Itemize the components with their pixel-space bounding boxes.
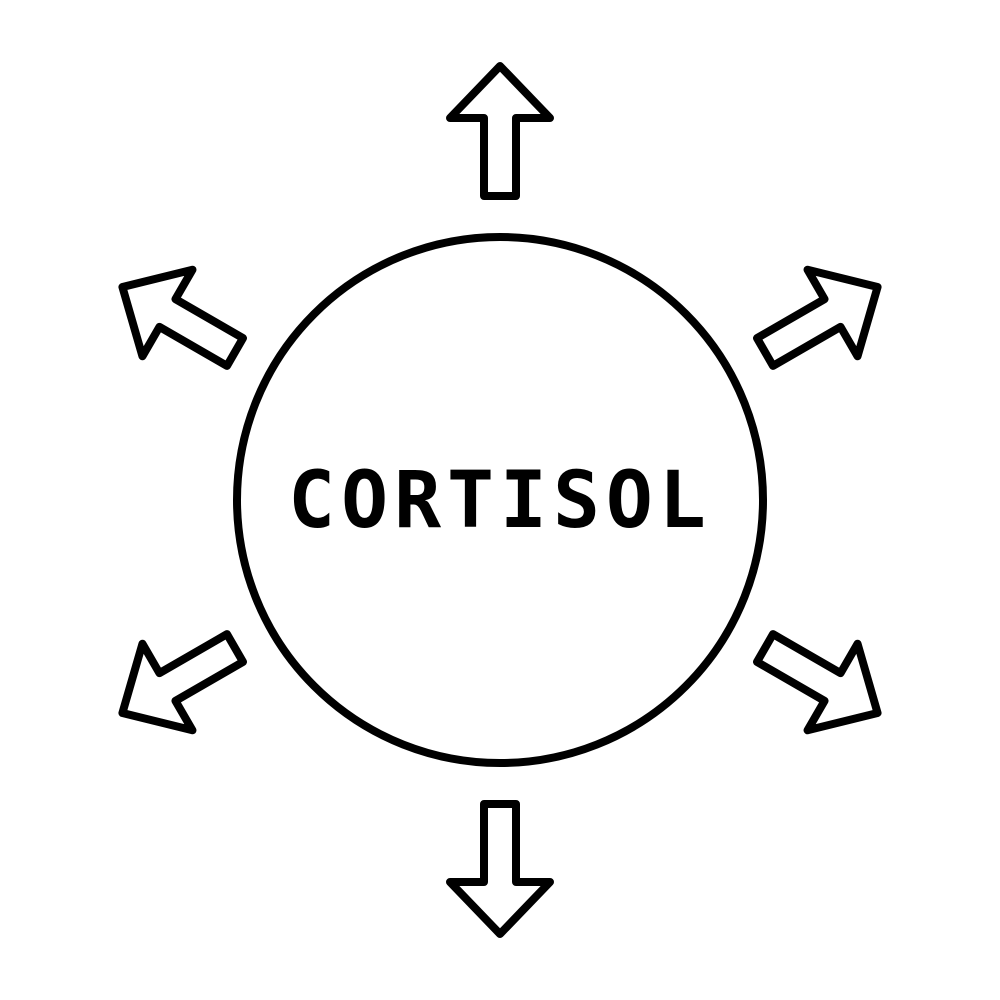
center-label: CORTISOL	[288, 456, 712, 546]
arrow-down-left-icon	[118, 630, 247, 735]
center-circle	[233, 233, 767, 767]
arrow-down-icon	[446, 800, 554, 938]
arrow-up-right-icon	[753, 265, 882, 370]
arrows-group	[118, 62, 882, 938]
arrow-up-icon	[446, 62, 554, 200]
arrow-down-right-icon	[753, 630, 882, 735]
arrow-up-left-icon	[118, 265, 247, 370]
